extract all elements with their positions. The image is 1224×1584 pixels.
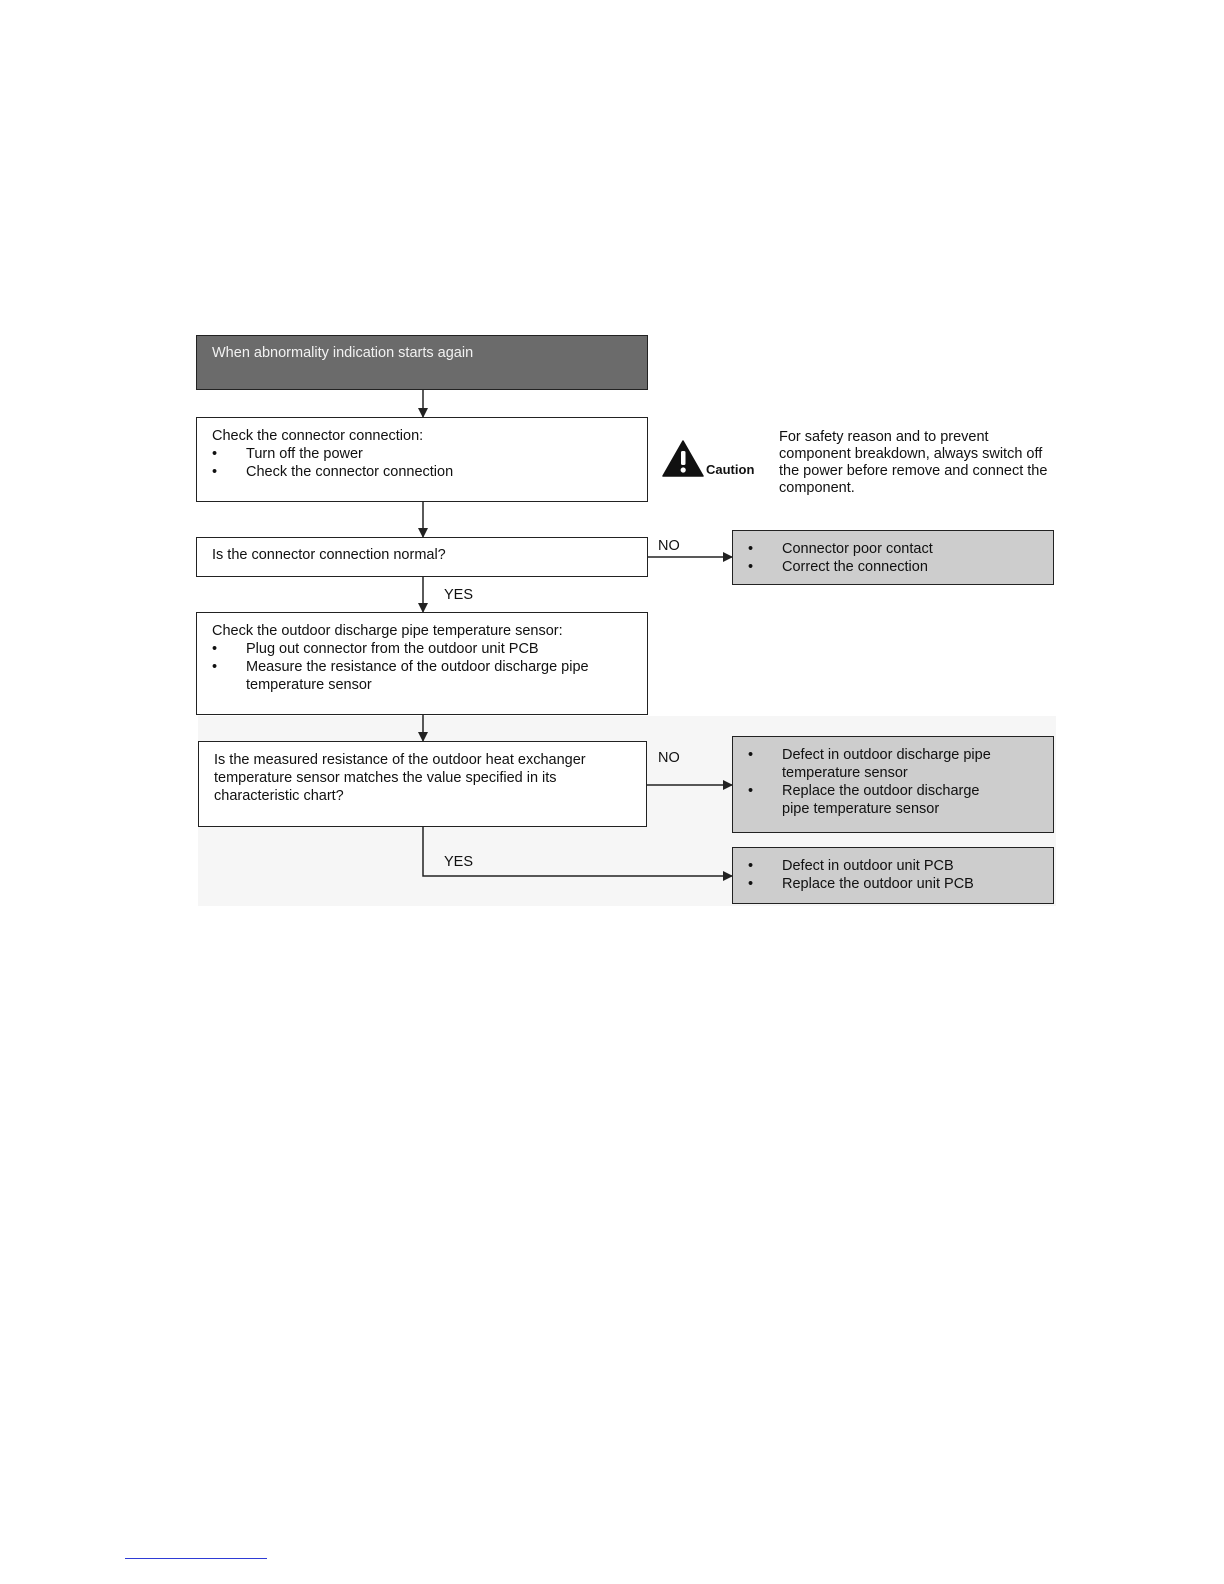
no-label: NO [658, 538, 680, 554]
list-item: Plug out connector from the outdoor unit… [212, 640, 602, 658]
decision-resistance-box: Is the measured resistance of the outdoo… [198, 741, 647, 827]
check-connector-list: Turn off the power Check the connector c… [212, 445, 632, 481]
decision-connector-box: Is the connector connection normal? [196, 537, 648, 577]
list-item: Turn off the power [212, 445, 632, 463]
list-item: Replace the outdoor discharge pipe tempe… [748, 782, 1008, 818]
arrow-resistance-yes-to-pcb [422, 827, 733, 881]
result-connector-box: Connector poor contact Correct the conne… [732, 530, 1054, 585]
result-pcb-list: Defect in outdoor unit PCB Replace the o… [748, 857, 1038, 893]
decision-resistance-text: Is the measured resistance of the outdoo… [214, 752, 586, 804]
list-item: Measure the resistance of the outdoor di… [212, 658, 602, 694]
start-text: When abnormality indication starts again [212, 345, 474, 361]
check-sensor-list: Plug out connector from the outdoor unit… [212, 640, 602, 694]
check-connector-box: Check the connector connection: Turn off… [196, 417, 648, 502]
footnote-rule [125, 1558, 267, 1559]
list-item: Check the connector connection [212, 463, 632, 481]
check-sensor-heading: Check the outdoor discharge pipe tempera… [212, 623, 563, 639]
no-label: NO [658, 750, 680, 766]
list-item: Replace the outdoor unit PCB [748, 875, 1038, 893]
list-item: Defect in outdoor unit PCB [748, 857, 1038, 875]
result-sensor-box: Defect in outdoor discharge pipe tempera… [732, 736, 1054, 833]
list-item: Defect in outdoor discharge pipe tempera… [748, 746, 1008, 782]
list-item: Correct the connection [748, 558, 1038, 576]
result-pcb-box: Defect in outdoor unit PCB Replace the o… [732, 847, 1054, 904]
caution-label: Caution [706, 462, 755, 477]
caution-text: For safety reason and to prevent compone… [779, 429, 1048, 496]
yes-label: YES [444, 587, 474, 603]
list-item: Connector poor contact [748, 540, 1038, 558]
check-connector-heading: Check the connector connection: [212, 428, 424, 444]
result-sensor-list: Defect in outdoor discharge pipe tempera… [748, 746, 1008, 818]
start-box: When abnormality indication starts again [196, 335, 648, 390]
decision-connector-text: Is the connector connection normal? [212, 547, 446, 563]
result-connector-list: Connector poor contact Correct the conne… [748, 540, 1038, 576]
warning-triangle-icon [662, 440, 704, 477]
yes-label: YES [444, 854, 474, 870]
check-sensor-box: Check the outdoor discharge pipe tempera… [196, 612, 648, 715]
